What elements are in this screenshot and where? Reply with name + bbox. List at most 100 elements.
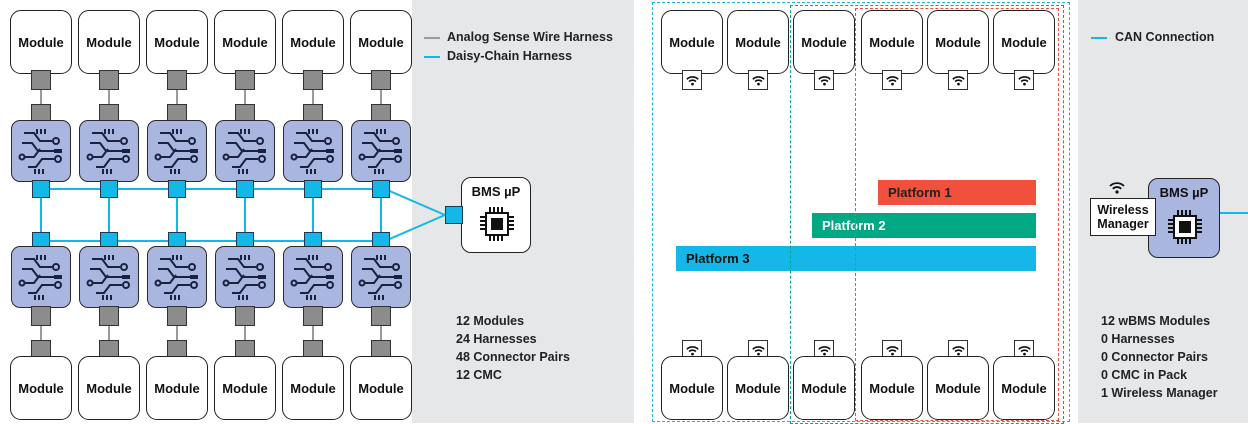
module-bottom: Module xyxy=(214,356,276,420)
daisy-chain-connector xyxy=(100,180,118,198)
module-top: Module xyxy=(350,10,412,74)
wifi-icon xyxy=(951,75,965,86)
daisy-chain-connector xyxy=(372,180,390,198)
analog-sense-wire xyxy=(40,90,42,106)
chip-icon xyxy=(1168,210,1202,244)
module-top: Module xyxy=(214,10,276,74)
right-stats: 12 wBMS Modules 0 Harnesses 0 Connector … xyxy=(1101,312,1218,402)
wbms-module-top: Module xyxy=(927,10,989,74)
chip-icon xyxy=(480,207,514,241)
wireless-tag xyxy=(682,70,702,90)
daisy-chain-connector xyxy=(32,180,50,198)
wifi-icon xyxy=(951,345,965,356)
wireless-tag xyxy=(748,70,768,90)
cmc-board xyxy=(215,246,275,308)
module-bottom: Module xyxy=(282,356,344,420)
analog-sense-connector xyxy=(371,70,391,90)
analog-sense-wire xyxy=(40,326,42,342)
wireless-tag xyxy=(814,70,834,90)
wifi-icon xyxy=(685,75,699,86)
analog-sense-wire xyxy=(312,90,314,106)
analog-sense-connector xyxy=(99,306,119,326)
platform-2-bar: Platform 2 xyxy=(812,213,1036,238)
circuit-icon xyxy=(86,129,130,174)
module-top: Module xyxy=(10,10,72,74)
wireless-tag xyxy=(948,70,968,90)
wbms-module-bottom: Module xyxy=(661,356,723,420)
daisy-chain-line-left-vertical xyxy=(40,188,42,242)
module-top: Module xyxy=(78,10,140,74)
analog-sense-wire xyxy=(380,326,382,342)
analog-sense-wire xyxy=(380,90,382,106)
stat-line: 0 Connector Pairs xyxy=(1101,350,1208,364)
wbms-module-bottom: Module xyxy=(727,356,789,420)
daisy-chain-line-vertical xyxy=(108,190,110,240)
stat-line: 12 CMC xyxy=(456,368,502,382)
daisy-chain-line-to-bms xyxy=(385,188,446,242)
daisy-chain-connector xyxy=(304,180,322,198)
analog-sense-connector xyxy=(167,70,187,90)
cmc-board xyxy=(79,246,139,308)
circuit-icon xyxy=(154,129,198,174)
circuit-icon xyxy=(18,129,62,174)
cmc-board xyxy=(215,120,275,182)
wireless-manager-box: Wireless Manager xyxy=(1090,198,1156,236)
circuit-icon xyxy=(290,129,334,174)
daisy-chain-connector xyxy=(168,180,186,198)
stat-line: 12 Modules xyxy=(456,314,525,328)
wireless-tag xyxy=(682,340,702,360)
module-bottom: Module xyxy=(78,356,140,420)
wifi-icon xyxy=(885,345,899,356)
wifi-icon xyxy=(1017,345,1031,356)
platform-2-label: Platform 2 xyxy=(822,218,886,233)
daisy-chain-connector xyxy=(236,180,254,198)
cmc-board xyxy=(283,246,343,308)
analog-sense-connector xyxy=(235,306,255,326)
daisy-chain-line-vertical xyxy=(312,190,314,240)
analog-sense-wire xyxy=(108,90,110,106)
analog-sense-connector xyxy=(235,70,255,90)
analog-sense-connector xyxy=(303,306,323,326)
legend-daisy-line xyxy=(424,56,440,58)
analog-sense-wire xyxy=(244,90,246,106)
stat-line: 0 CMC in Pack xyxy=(1101,368,1188,382)
legend-analog-label: Analog Sense Wire Harness xyxy=(447,30,613,44)
analog-sense-connector xyxy=(99,70,119,90)
stat-line: 0 Harnesses xyxy=(1101,332,1175,346)
module-bottom: Module xyxy=(10,356,72,420)
legend-daisy-label: Daisy-Chain Harness xyxy=(447,49,573,63)
daisy-chain-line-bottom xyxy=(40,240,386,242)
wbms-module-bottom: Module xyxy=(993,356,1055,420)
bms-controller-right: BMS µP xyxy=(1148,178,1220,258)
circuit-icon xyxy=(222,255,266,300)
cmc-board xyxy=(147,120,207,182)
platform-1-boundary xyxy=(855,8,1059,421)
wireless-manager-wifi-icon xyxy=(1109,181,1125,199)
stat-line: 12 wBMS Modules xyxy=(1101,314,1211,328)
circuit-icon xyxy=(222,129,266,174)
analog-sense-connector xyxy=(31,306,51,326)
stat-line: 48 Connector Pairs xyxy=(456,350,570,364)
analog-sense-connector xyxy=(167,306,187,326)
analog-sense-connector xyxy=(371,306,391,326)
analog-sense-wire xyxy=(108,326,110,342)
wifi-icon xyxy=(685,345,699,356)
wbms-module-top: Module xyxy=(861,10,923,74)
wbms-module-top: Module xyxy=(993,10,1055,74)
wifi-icon xyxy=(885,75,899,86)
legend-can-label: CAN Connection xyxy=(1115,30,1215,44)
analog-sense-wire xyxy=(176,90,178,106)
bms-title-right: BMS µP xyxy=(1159,185,1209,200)
wbms-module-bottom: Module xyxy=(861,356,923,420)
bms-connector-left xyxy=(445,206,463,224)
daisy-chain-line-vertical xyxy=(244,190,246,240)
circuit-icon xyxy=(154,255,198,300)
daisy-chain-diagonal xyxy=(385,214,446,242)
analog-sense-wire xyxy=(176,326,178,342)
wifi-icon xyxy=(817,75,831,86)
module-top: Module xyxy=(146,10,208,74)
cmc-board xyxy=(79,120,139,182)
circuit-icon xyxy=(18,255,62,300)
analog-sense-wire xyxy=(312,326,314,342)
circuit-icon xyxy=(290,255,334,300)
